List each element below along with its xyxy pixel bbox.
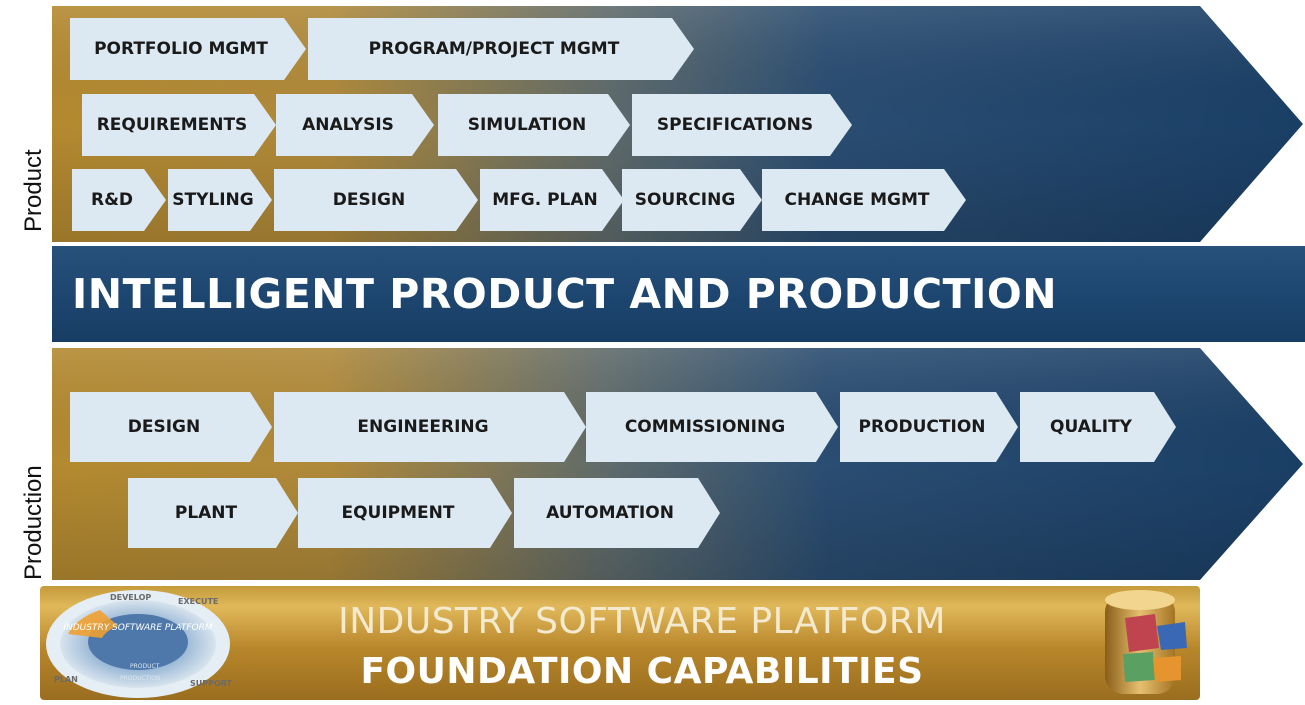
chevron-r-and-d: R&D: [72, 169, 166, 231]
chevron-plant: PLANT: [128, 478, 298, 548]
platform-title-line2: FOUNDATION CAPABILITIES: [360, 651, 924, 692]
chevron-program-project-mgmt: PROGRAM/PROJECT MGMT: [308, 18, 694, 80]
platform-disc-icon: INDUSTRY SOFTWARE PLATFORM DEVELOP EXECU…: [46, 590, 233, 698]
chevron-quality: QUALITY: [1020, 392, 1176, 462]
platform-cylinder-icon: [1105, 590, 1187, 694]
chevron-design-production: DESIGN: [70, 392, 272, 462]
chevron-equipment: EQUIPMENT: [298, 478, 512, 548]
chevron-analysis: ANALYSIS: [276, 94, 434, 156]
chevron-styling: STYLING: [168, 169, 272, 231]
chevron-sourcing: SOURCING: [622, 169, 762, 231]
banner-title: INTELLIGENT PRODUCT AND PRODUCTION: [72, 270, 1058, 318]
chevron-design-product: DESIGN: [274, 169, 478, 231]
disc-inner-production: PRODUCTION: [120, 675, 160, 682]
platform-bar: [40, 586, 1200, 700]
intelligent-product-banner: INTELLIGENT PRODUCT AND PRODUCTION: [52, 246, 1305, 342]
disc-ring-support: SUPPORT: [190, 679, 233, 688]
chevron-automation: AUTOMATION: [514, 478, 720, 548]
disc-ring-develop: DEVELOP: [110, 593, 151, 602]
disc-ring-plan: PLAN: [54, 675, 78, 684]
disc-inner-product: PRODUCT: [130, 663, 160, 670]
chevron-commissioning: COMMISSIONING: [586, 392, 838, 462]
chevron-portfolio-mgmt: PORTFOLIO MGMT: [70, 18, 306, 80]
platform-title-line1: INDUSTRY SOFTWARE PLATFORM: [338, 601, 946, 642]
chevron-simulation: SIMULATION: [438, 94, 630, 156]
chevron-mfg-plan: MFG. PLAN: [480, 169, 624, 231]
chevron-change-mgmt: CHANGE MGMT: [762, 169, 966, 231]
chevron-engineering: ENGINEERING: [274, 392, 586, 462]
disc-ring-execute: EXECUTE: [178, 597, 218, 606]
chevron-requirements: REQUIREMENTS: [82, 94, 276, 156]
chevron-production: PRODUCTION: [840, 392, 1018, 462]
disc-center-text: INDUSTRY SOFTWARE PLATFORM: [63, 623, 213, 633]
chevron-specifications: SPECIFICATIONS: [632, 94, 852, 156]
